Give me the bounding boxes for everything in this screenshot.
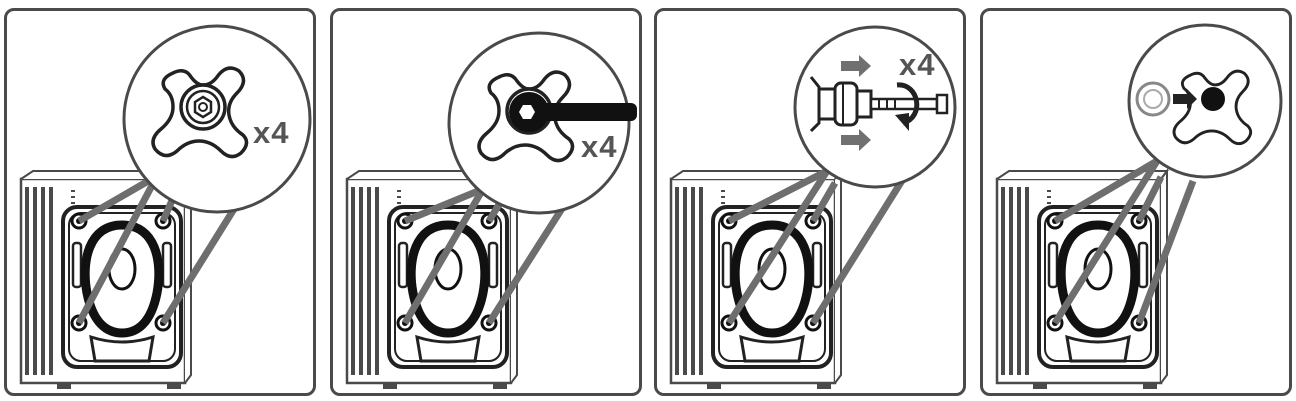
step-1-panel: x4: [4, 8, 316, 396]
step-3-panel: x4: [654, 8, 966, 396]
step-3-illustration: [657, 25, 957, 393]
step-1-illustration: [7, 24, 312, 393]
arrow-right-icon: [1173, 89, 1197, 109]
arrow-right-icon: [841, 55, 871, 151]
bolt-count-label: x4: [581, 129, 618, 164]
step-4-illustration: [983, 23, 1283, 393]
step-2-illustration: [333, 31, 637, 393]
bolt-count-label: x4: [253, 115, 290, 150]
step-4-panel: [980, 8, 1292, 396]
wrench-icon: [509, 92, 637, 132]
hole-cap-icon: [1135, 81, 1171, 117]
hole-icon: [1201, 87, 1225, 111]
bolt-count-label: x4: [899, 47, 936, 82]
transit-bolt-icon: [151, 66, 249, 159]
transit-bolt-icon: [809, 76, 949, 133]
step-2-panel: x4: [330, 8, 642, 396]
